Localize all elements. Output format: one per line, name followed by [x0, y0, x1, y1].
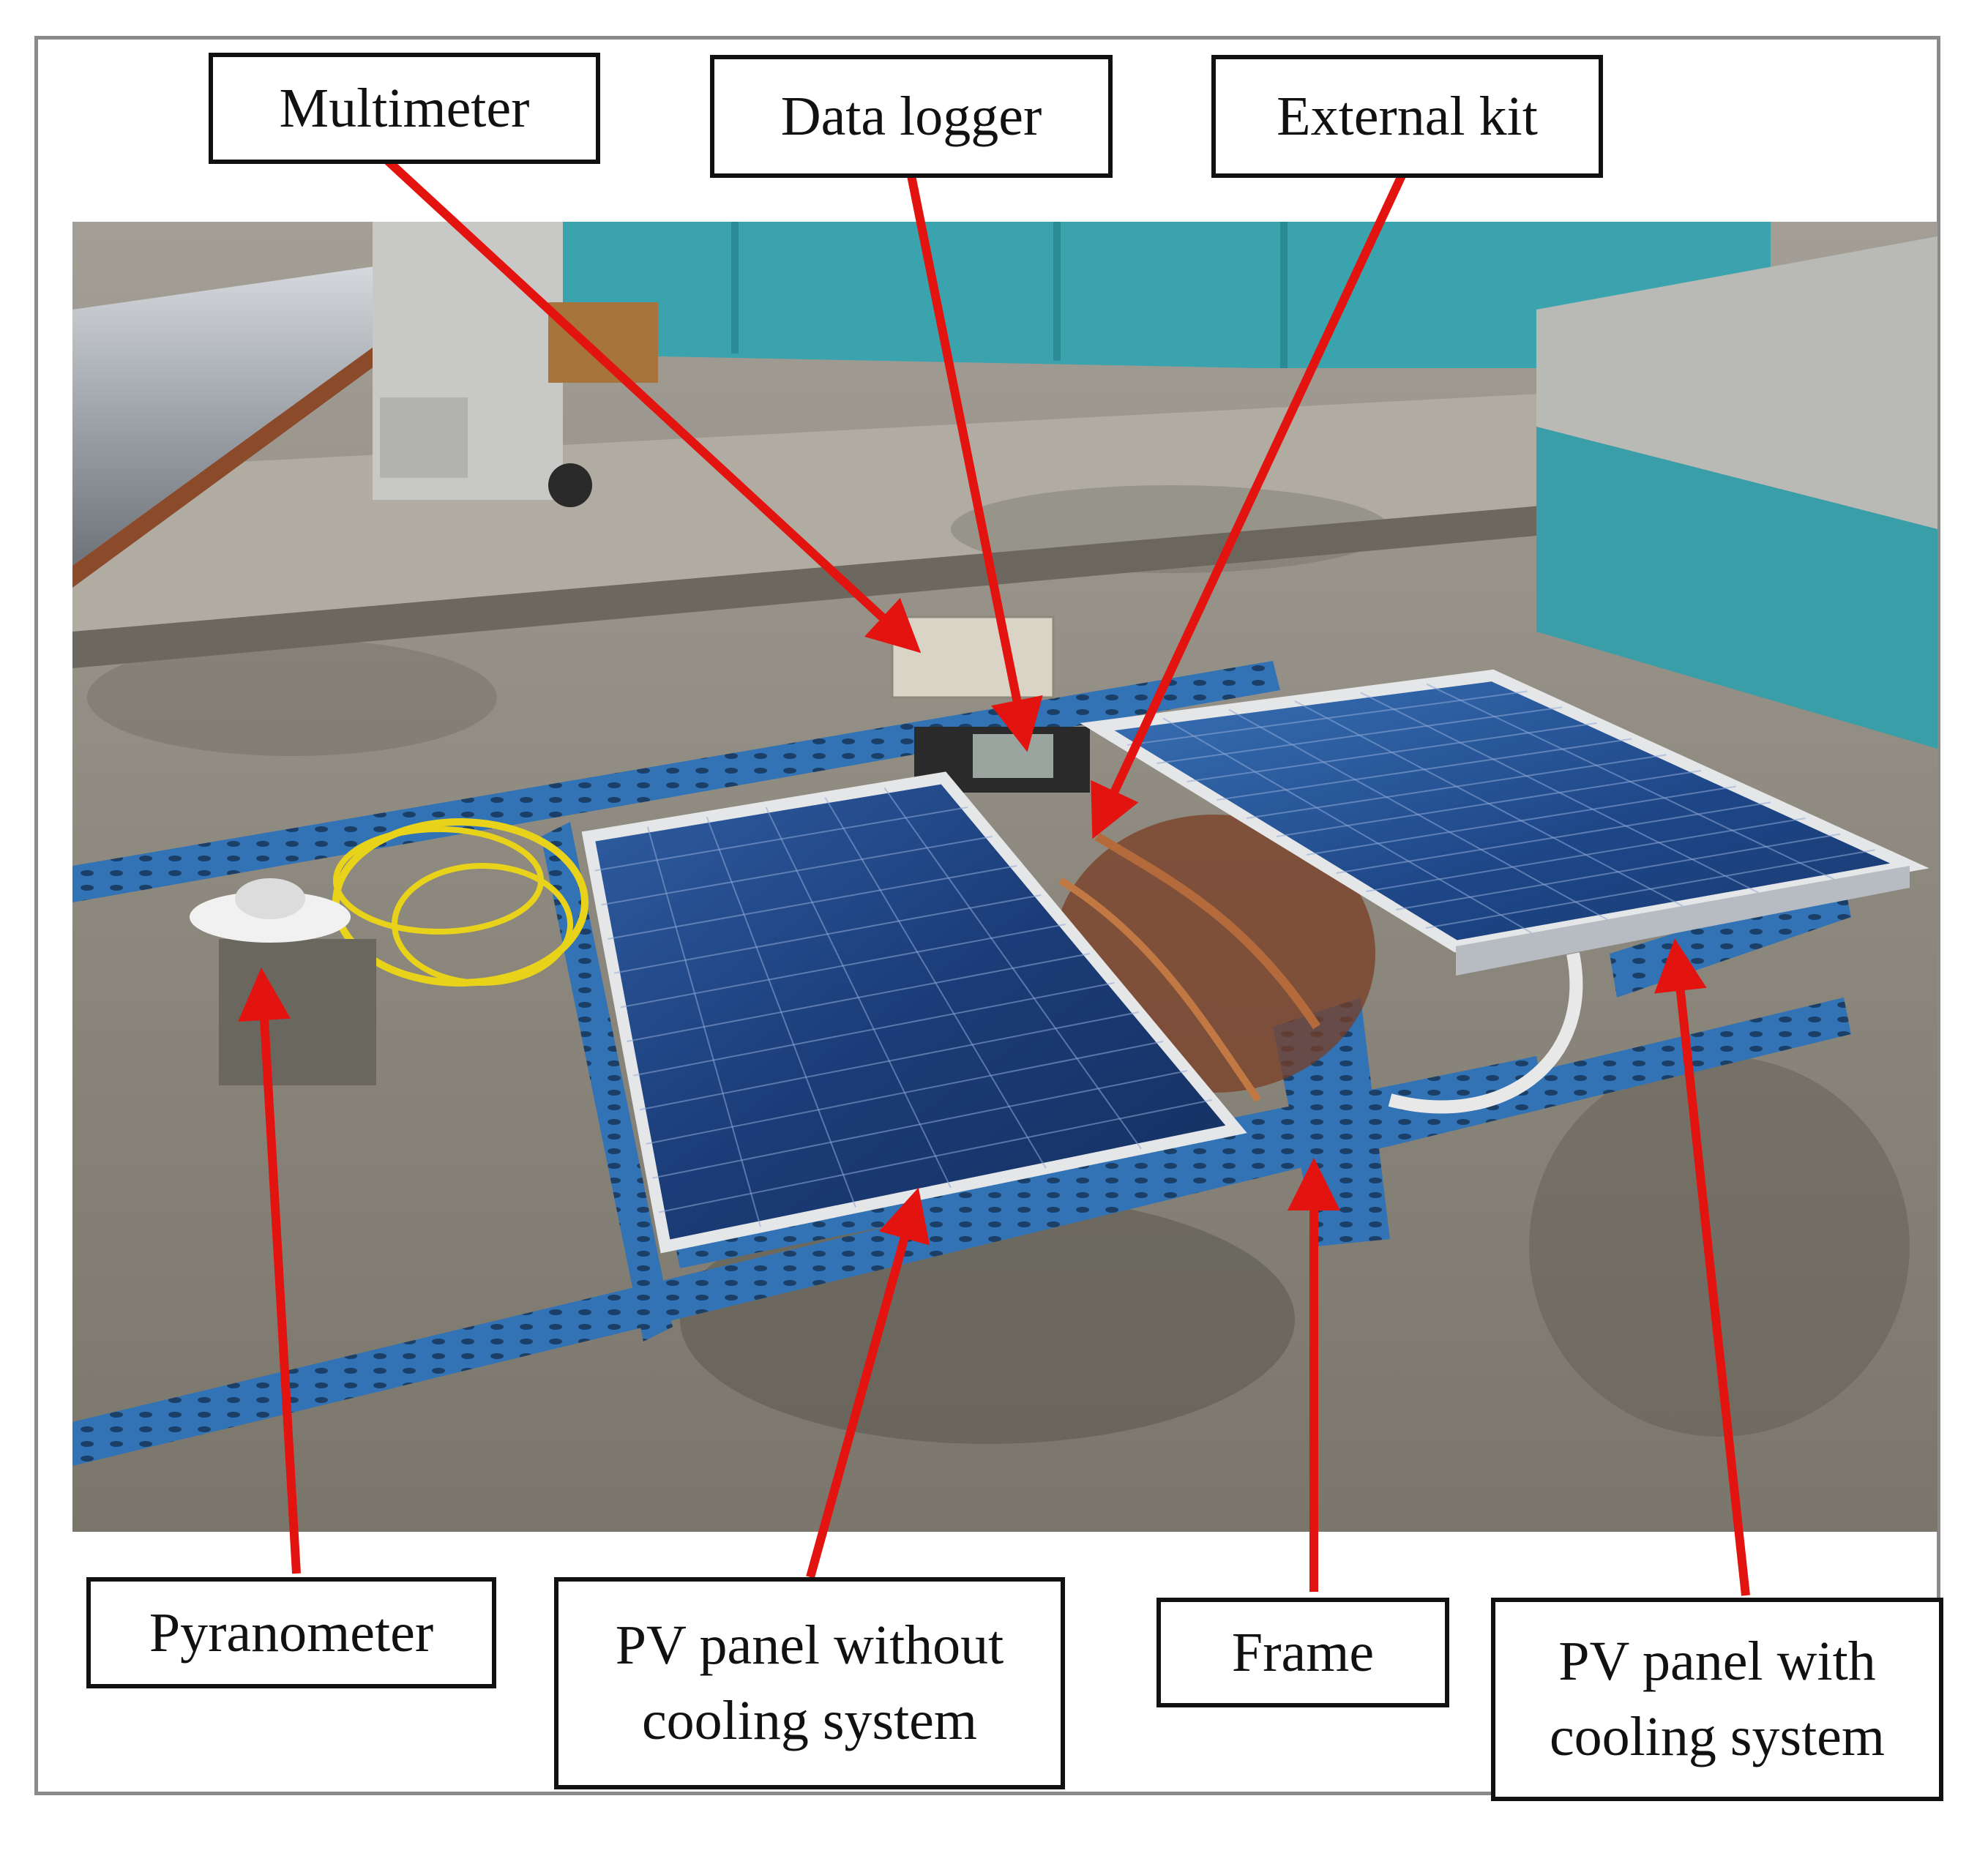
label-external-kit: External kit: [1211, 55, 1603, 178]
figure-border: [34, 36, 1940, 1795]
label-pv-without: PV panel without cooling system: [554, 1577, 1065, 1789]
label-external-kit-text: External kit: [1277, 85, 1538, 147]
label-frame-text: Frame: [1231, 1621, 1375, 1683]
label-pv-without-line1: PV panel without: [615, 1614, 1004, 1677]
label-multimeter: Multimeter: [209, 53, 600, 164]
label-pv-with-line1: PV panel with: [1558, 1631, 1876, 1693]
label-pv-without-line2: cooling system: [641, 1690, 978, 1751]
multimeter-device: [891, 615, 1055, 699]
label-pv-with-line2: cooling system: [1549, 1706, 1886, 1767]
label-data-logger-text: Data logger: [780, 85, 1042, 147]
label-frame: Frame: [1156, 1598, 1449, 1707]
label-data-logger: Data logger: [710, 55, 1113, 178]
label-pyranometer: Pyranometer: [86, 1577, 496, 1688]
rooftop-photo: [72, 222, 1937, 1532]
concrete-block: [1536, 236, 1937, 529]
concrete-stand: [219, 939, 376, 1085]
pipe: [72, 266, 395, 566]
label-pv-with: PV panel with cooling system: [1491, 1598, 1943, 1801]
label-multimeter-text: Multimeter: [279, 77, 530, 139]
label-pyranometer-text: Pyranometer: [149, 1601, 434, 1664]
